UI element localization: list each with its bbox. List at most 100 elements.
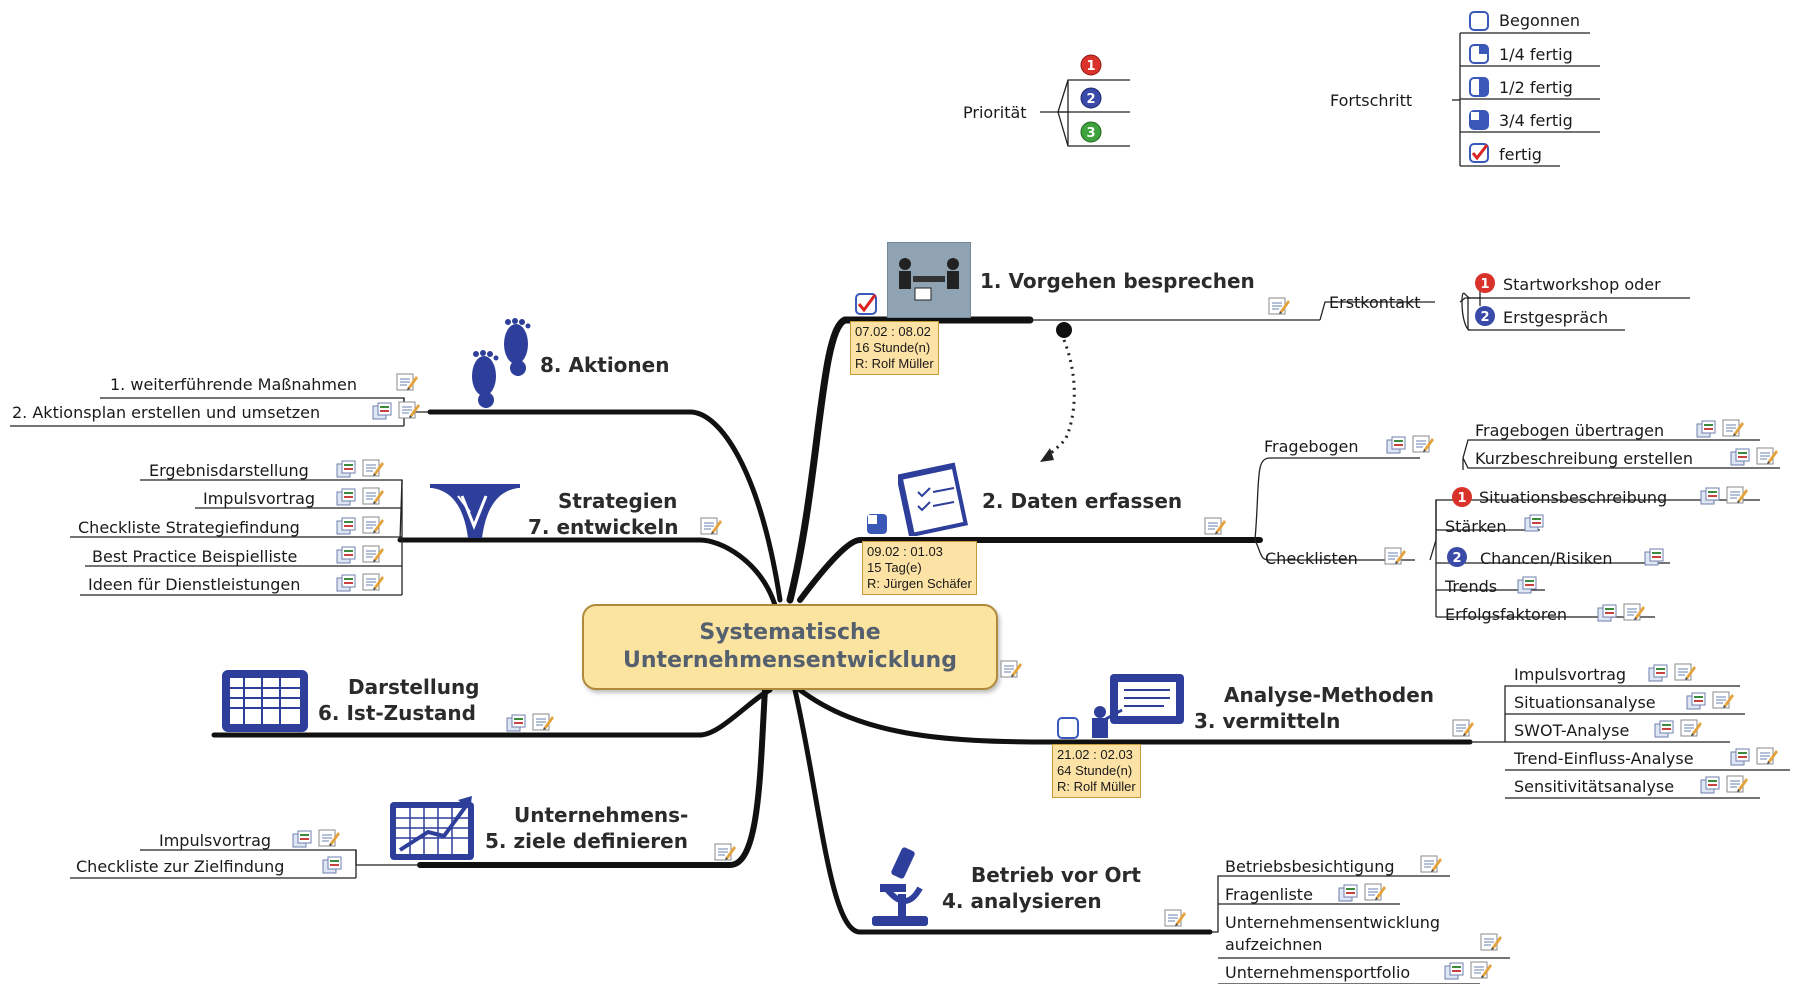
note-icon[interactable] xyxy=(1712,690,1734,710)
note-icon[interactable] xyxy=(362,486,384,506)
note-icon[interactable] xyxy=(1268,296,1290,316)
leaf-situationsbeschreibung[interactable]: Situationsbeschreibung xyxy=(1479,488,1668,507)
attachment-icon[interactable] xyxy=(336,574,356,592)
erstkontakt-node[interactable]: Erstkontakt xyxy=(1329,293,1421,312)
note-icon[interactable] xyxy=(700,516,722,536)
note-icon[interactable] xyxy=(398,400,420,420)
leaf-trends[interactable]: Trends xyxy=(1445,577,1498,596)
attachment-icon[interactable] xyxy=(1730,748,1750,766)
leaf-best-practice[interactable]: Best Practice Beispielliste xyxy=(92,547,298,566)
branch-5-title-line2[interactable]: 5. ziele definieren xyxy=(485,829,688,853)
leaf-unternehmensportfolio[interactable]: Unternehmensportfolio xyxy=(1225,963,1411,982)
branch-3-title-line1[interactable]: Analyse-Methoden xyxy=(1224,683,1434,707)
attachment-icon[interactable] xyxy=(1517,576,1537,594)
note-icon[interactable] xyxy=(1384,546,1406,566)
note-icon[interactable] xyxy=(1726,485,1748,505)
leaf-startworkshop[interactable]: Startworkshop oder xyxy=(1503,275,1661,294)
attachment-icon[interactable] xyxy=(1686,692,1706,710)
leaf-checkliste-zielfindung[interactable]: Checkliste zur Zielfindung xyxy=(76,857,285,876)
attachment-icon[interactable] xyxy=(1524,514,1544,532)
attachment-icon[interactable] xyxy=(336,460,356,478)
note-icon[interactable] xyxy=(1164,908,1186,928)
attachment-icon[interactable] xyxy=(1386,436,1406,454)
attachment-icon[interactable] xyxy=(1654,720,1674,738)
leaf-trend-einfluss-analyse[interactable]: Trend-Einfluss-Analyse xyxy=(1514,749,1694,768)
note-icon[interactable] xyxy=(362,515,384,535)
branch-8-title[interactable]: 8. Aktionen xyxy=(540,353,670,377)
attachment-icon[interactable] xyxy=(1597,604,1617,622)
attachment-icon[interactable] xyxy=(1700,776,1720,794)
branch-6-title-line2[interactable]: 6. Ist-Zustand xyxy=(318,701,476,725)
central-topic[interactable]: Systematische Unternehmensentwicklung xyxy=(582,604,998,690)
branch-7-title-line2[interactable]: 7. entwickeln xyxy=(528,515,679,539)
leaf-erfolgsfaktoren[interactable]: Erfolgsfaktoren xyxy=(1445,605,1568,624)
attachment-icon[interactable] xyxy=(292,830,312,848)
note-icon[interactable] xyxy=(1470,960,1492,980)
leaf-fragebogen-uebertragen[interactable]: Fragebogen übertragen xyxy=(1475,421,1665,440)
leaf-aktionsplan[interactable]: 2. Aktionsplan erstellen und umsetzen xyxy=(12,403,321,422)
note-icon[interactable] xyxy=(362,572,384,592)
branch-4-title-line2[interactable]: 4. analysieren xyxy=(942,889,1102,913)
leaf-ideen-dienstleistungen[interactable]: Ideen für Dienstleistungen xyxy=(88,575,301,594)
branch-2-title[interactable]: 2. Daten erfassen xyxy=(982,489,1183,513)
note-icon[interactable] xyxy=(1756,746,1778,766)
attachment-icon[interactable] xyxy=(1696,420,1716,438)
note-icon[interactable] xyxy=(1452,718,1474,738)
leaf-swot-analyse[interactable]: SWOT-Analyse xyxy=(1514,721,1630,740)
branch-4-title-line1[interactable]: Betrieb vor Ort xyxy=(971,863,1141,887)
branch-3-title-line2[interactable]: 3. vermitteln xyxy=(1194,709,1341,733)
branch-1-title[interactable]: 1. Vorgehen besprechen xyxy=(980,269,1255,293)
leaf-chancen-risiken[interactable]: Chancen/Risiken xyxy=(1480,549,1613,568)
attachment-icon[interactable] xyxy=(1648,664,1668,682)
attachment-icon[interactable] xyxy=(1730,448,1750,466)
note-icon[interactable] xyxy=(1623,602,1645,622)
note-icon[interactable] xyxy=(1364,882,1386,902)
note-icon[interactable] xyxy=(396,372,418,392)
branch-7-title-line1[interactable]: Strategien xyxy=(558,489,678,513)
checklisten-node[interactable]: Checklisten xyxy=(1265,549,1358,568)
attachment-icon[interactable] xyxy=(336,488,356,506)
attachment-icon[interactable] xyxy=(1338,884,1358,902)
attachment-icon[interactable] xyxy=(372,402,392,420)
leaf-aufzeichnen[interactable]: aufzeichnen xyxy=(1225,935,1323,954)
attachment-icon[interactable] xyxy=(506,714,526,732)
attachment-icon[interactable] xyxy=(1700,487,1720,505)
branch-5-title-line1[interactable]: Unternehmens- xyxy=(514,803,689,827)
leaf-checkliste-strategiefindung[interactable]: Checkliste Strategiefindung xyxy=(78,518,300,537)
note-icon[interactable] xyxy=(1000,659,1022,679)
note-icon[interactable] xyxy=(1722,418,1744,438)
leaf-sensitivitaetsanalyse[interactable]: Sensitivitätsanalyse xyxy=(1514,777,1675,796)
leaf-staerken[interactable]: Stärken xyxy=(1445,517,1507,536)
note-icon[interactable] xyxy=(1204,516,1226,536)
branch-6-title-line1[interactable]: Darstellung xyxy=(348,675,480,699)
note-icon[interactable] xyxy=(1680,718,1702,738)
leaf-ergebnisdarstellung[interactable]: Ergebnisdarstellung xyxy=(149,461,309,480)
note-icon[interactable] xyxy=(532,712,554,732)
attachment-icon[interactable] xyxy=(322,856,342,874)
note-icon[interactable] xyxy=(714,842,736,862)
leaf-fragenliste[interactable]: Fragenliste xyxy=(1225,885,1313,904)
leaf-unternehmensentwicklung[interactable]: Unternehmensentwicklung xyxy=(1225,913,1441,932)
note-icon[interactable] xyxy=(1480,932,1502,952)
note-icon[interactable] xyxy=(318,828,340,848)
leaf-situationsanalyse[interactable]: Situationsanalyse xyxy=(1514,693,1656,712)
attachment-icon[interactable] xyxy=(1644,548,1664,566)
attachment-icon[interactable] xyxy=(1444,962,1464,980)
note-icon[interactable] xyxy=(362,458,384,478)
note-icon[interactable] xyxy=(1412,434,1434,454)
attachment-icon[interactable] xyxy=(336,517,356,535)
attachment-icon[interactable] xyxy=(336,546,356,564)
fragebogen-node[interactable]: Fragebogen xyxy=(1264,437,1359,456)
note-icon[interactable] xyxy=(1420,854,1442,874)
leaf-betriebsbesichtigung[interactable]: Betriebsbesichtigung xyxy=(1225,857,1395,876)
leaf-impulsvortrag[interactable]: Impulsvortrag xyxy=(1514,665,1627,684)
leaf-kurzbeschreibung[interactable]: Kurzbeschreibung erstellen xyxy=(1475,449,1694,468)
leaf-impulsvortrag-7[interactable]: Impulsvortrag xyxy=(203,489,316,508)
note-icon[interactable] xyxy=(1674,662,1696,682)
leaf-impulsvortrag-5[interactable]: Impulsvortrag xyxy=(159,831,272,850)
leaf-erstgespraech[interactable]: Erstgespräch xyxy=(1503,308,1609,327)
note-icon[interactable] xyxy=(362,544,384,564)
leaf-weiterfuehrende-massnahmen[interactable]: 1. weiterführende Maßnahmen xyxy=(110,375,357,394)
note-icon[interactable] xyxy=(1756,446,1778,466)
note-icon[interactable] xyxy=(1726,774,1748,794)
